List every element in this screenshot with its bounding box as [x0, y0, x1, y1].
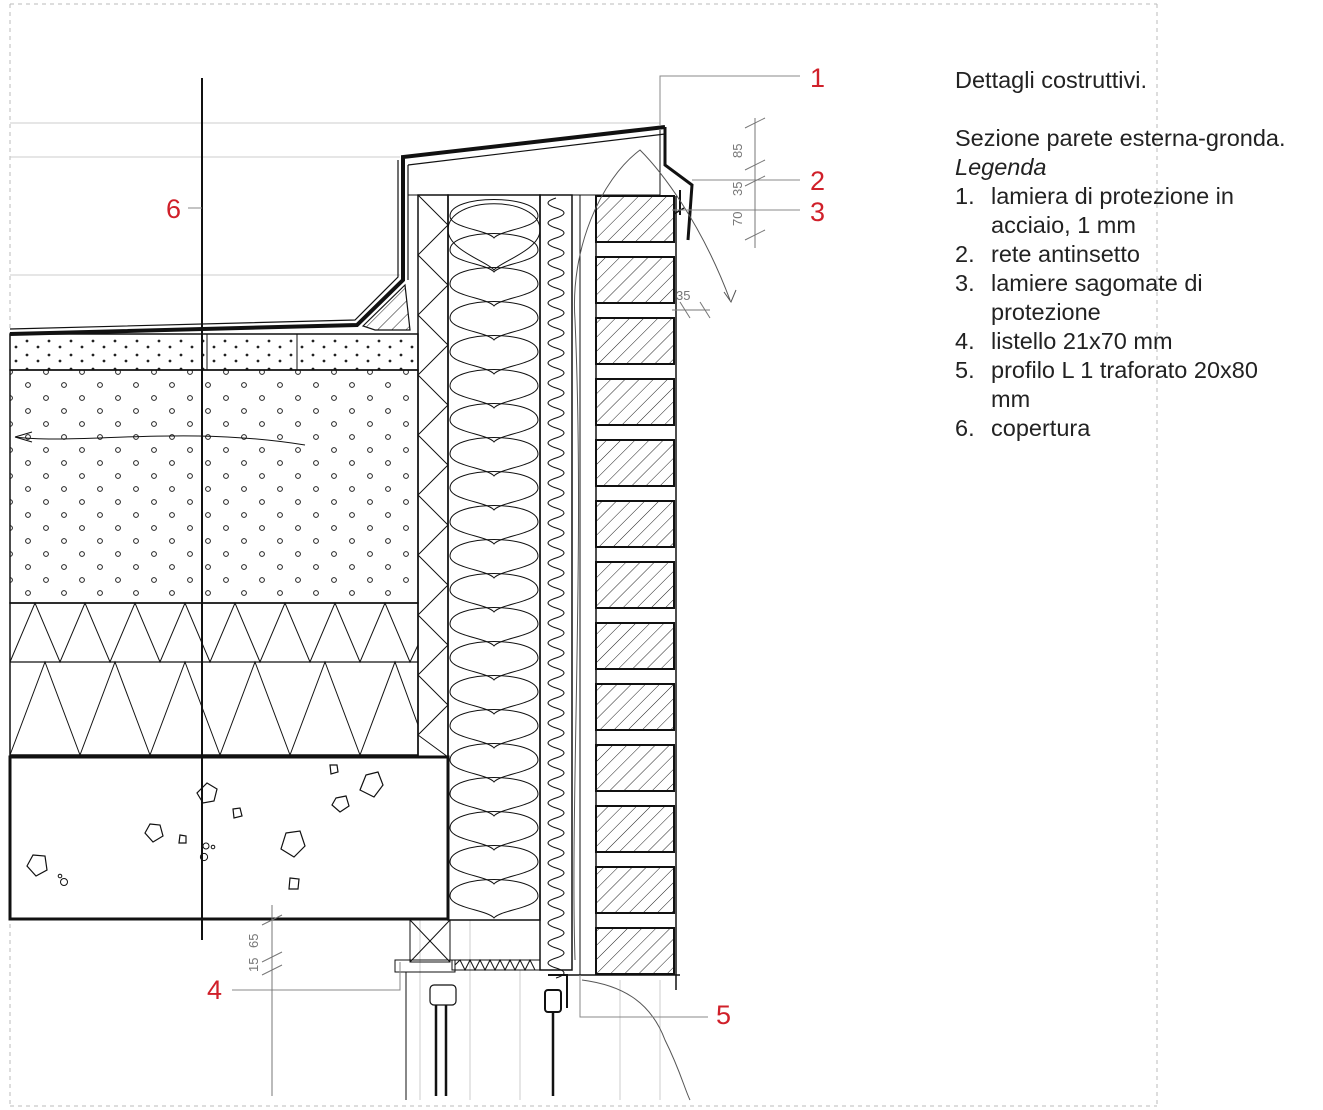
brick	[595, 195, 675, 243]
legend-item-text: lamiera di protezione in acciaio, 1 mm	[991, 183, 1234, 238]
wool-drop	[449, 607, 539, 647]
brick	[595, 378, 675, 426]
legend-item: 2. rete antinsetto	[955, 240, 1295, 269]
wool-drop	[449, 369, 539, 409]
legend-item-number: 6.	[955, 415, 975, 441]
airflow-arrows	[573, 149, 737, 1101]
wool-drop	[449, 233, 539, 273]
wool-drop	[449, 301, 539, 341]
guide-lines	[10, 122, 661, 1100]
cavity-wave	[547, 197, 565, 979]
wool-drop	[449, 437, 539, 477]
dim-35-top: 35	[730, 182, 745, 196]
wool-drop	[449, 675, 539, 715]
brick	[595, 439, 675, 487]
wool-drop	[449, 471, 539, 511]
dim-65: 65	[246, 934, 261, 948]
legend-list: 1. lamiera di protezione in acciaio, 1 mm…	[955, 182, 1295, 443]
dim-35-side: 35	[676, 288, 690, 303]
legend-item-text: listello 21x70 mm	[991, 328, 1173, 354]
brick	[595, 927, 675, 975]
legend-item: 3. lamiere sagomate di protezione	[955, 269, 1295, 327]
dim-85: 85	[730, 144, 745, 158]
wool-drop	[449, 199, 539, 239]
wool-drop	[449, 879, 539, 919]
roof-lightweight-screed	[9, 369, 419, 604]
wall-mineral-wool	[447, 194, 541, 921]
drawing-subtitle: Sezione parete esterna-gronda.	[955, 125, 1286, 151]
legend-item-number: 5.	[955, 357, 975, 383]
brick	[595, 683, 675, 731]
wool-drop	[449, 641, 539, 681]
callout-6: 6	[166, 194, 181, 224]
legend-item: 5. profilo L 1 traforato 20x80 mm	[955, 356, 1295, 414]
wool-drop	[449, 573, 539, 613]
concrete-slab	[8, 755, 450, 921]
legend-item-text: rete antinsetto	[991, 241, 1140, 267]
wool-drop	[449, 845, 539, 885]
wool-drop	[449, 539, 539, 579]
legend-item-text: profilo L 1 traforato 20x80 mm	[991, 357, 1258, 412]
legend-item-number: 3.	[955, 270, 975, 296]
legend-panel: Dettagli costruttivi. Sezione parete est…	[955, 66, 1295, 443]
roof-membrane	[9, 125, 666, 336]
callout-5: 5	[716, 1000, 731, 1030]
callout-4: 4	[207, 975, 222, 1005]
legend-item: 4. listello 21x70 mm	[955, 327, 1295, 356]
wool-drop	[449, 777, 539, 817]
dimension-lines	[261, 117, 766, 1096]
legend-item: 6. copertura	[955, 414, 1295, 443]
brick-cladding	[595, 195, 677, 990]
brick	[595, 561, 675, 609]
legend-item-text: copertura	[991, 415, 1091, 441]
wool-drop	[449, 709, 539, 749]
brick	[595, 805, 675, 853]
wool-drop	[449, 403, 539, 443]
wall-rigid-insulation	[417, 194, 449, 758]
legend-item-number: 2.	[955, 241, 975, 267]
sheet-border	[9, 3, 1158, 1107]
legend-item-number: 1.	[955, 183, 975, 209]
wool-drop	[449, 267, 539, 307]
legend-item: 1. lamiera di protezione in acciaio, 1 mm	[955, 182, 1295, 240]
callout-3: 3	[810, 197, 825, 227]
drawing-title: Dettagli costruttivi.	[955, 67, 1147, 93]
brick	[595, 317, 675, 365]
callout-2: 2	[810, 166, 825, 196]
wool-drop	[449, 811, 539, 851]
brick	[595, 500, 675, 548]
wool-drop	[449, 335, 539, 375]
wool-drop	[449, 743, 539, 783]
roof-insulation	[9, 601, 419, 757]
legend-item-text: lamiere sagomate di protezione	[991, 270, 1203, 325]
legend-item-number: 4.	[955, 328, 975, 354]
dim-70: 70	[730, 212, 745, 226]
brick	[595, 622, 675, 670]
brick	[595, 866, 675, 914]
leader-lines	[188, 75, 800, 1018]
legend-heading: Legenda	[955, 154, 1047, 180]
wool-drop	[449, 505, 539, 545]
dim-15: 15	[246, 958, 261, 972]
wall-cavity-layer	[539, 194, 581, 979]
brick	[595, 256, 675, 304]
roof-gravel-layer	[9, 333, 419, 371]
callout-1: 1	[810, 63, 825, 93]
brick	[595, 744, 675, 792]
